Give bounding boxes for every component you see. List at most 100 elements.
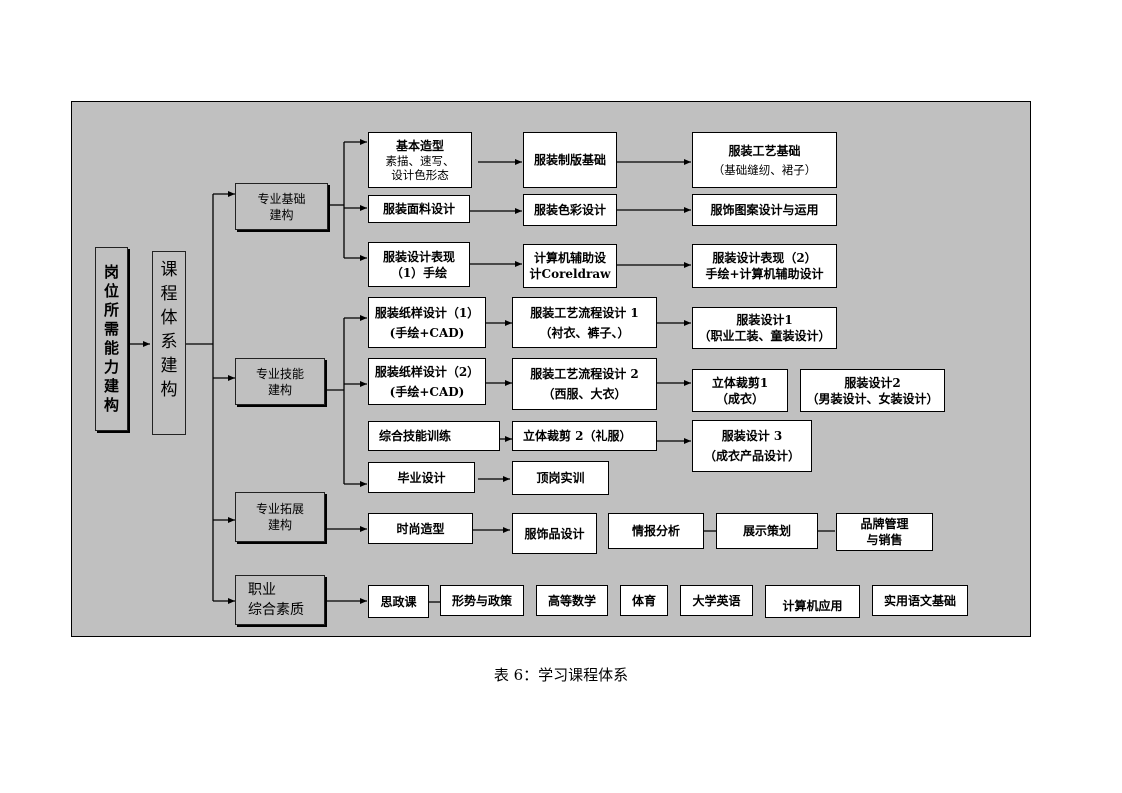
category-line: 职业 [248,582,276,598]
course-title: 服装面料设计 [382,202,455,216]
course-title: 服装色彩设计 [533,203,606,217]
course-line: 服装纸样设计（1） [374,305,480,320]
course-line: (手绘+CAD) [389,325,465,340]
course-line: 服装工艺流程设计 1 [530,305,639,320]
course-line: (手绘+CAD) [389,384,465,399]
gangwei-char: 位 [103,282,119,300]
course-math: 高等数学 [536,585,608,616]
category-skill: 专业技能 建构 [235,358,325,405]
course-internship: 顶岗实训 [512,461,609,495]
category-line: 专业基础 [257,191,306,206]
course-fashion-design-2: 服装设计2 （男装设计、女装设计） [800,369,945,412]
course-sub: （基础缝纫、裙子） [712,163,817,177]
course-line: 品牌管理 [860,517,909,531]
course-title: 服饰品设计 [524,526,585,541]
course-computer: 计算机应用 [765,585,860,618]
course-cad-coreldraw: 计算机辅助设 计Coreldraw [523,244,617,288]
course-title: 体育 [631,593,656,608]
course-title: 计算机应用 [782,598,843,613]
course-line: 服装工艺流程设计 2 [530,367,639,381]
course-line: （成衣） [715,391,764,406]
course-title: 高等数学 [547,593,596,608]
course-color-design: 服装色彩设计 [523,194,617,226]
figure-caption: 表 6：学习课程体系 [493,666,629,684]
course-line: （职业工装、童装设计） [698,329,831,343]
course-title: 服装工艺基础 [728,144,801,158]
category-line: 建构 [267,382,292,397]
course-chinese: 实用语文基础 [872,585,968,616]
course-brand-management: 品牌管理 与销售 [836,513,933,551]
category-line: 专业技能 [255,366,304,381]
course-title: 基本造型 [395,139,444,153]
gangwei-box: 岗 位 所 需 能 力 建 构 [95,247,128,431]
category-career: 职业 综合素质 [235,575,325,625]
category-line: 专业拓展 [255,502,304,516]
course-title: 综合技能训练 [379,429,452,443]
course-expression-2: 服装设计表现（2） 手绘+计算机辅助设计 [692,244,837,288]
course-line: 服装设计2 [844,375,901,390]
course-title: 立体裁剪 2（礼服） [523,429,632,443]
course-title: 实用语文基础 [883,593,956,608]
course-basic-modeling: 基本造型 素描、速写、 设计色形态 [368,132,472,188]
course-line: 手绘+计算机辅助设计 [705,267,824,281]
course-title: 大学英语 [692,593,741,608]
kecheng-char: 系 [160,332,178,352]
course-title: 服饰图案设计与运用 [710,203,819,217]
course-pattern-basics: 服装制版基础 [523,132,617,188]
kecheng-box: 课 程 体 系 建 构 [152,251,186,435]
kecheng-char: 建 [160,356,178,376]
course-craft-basics: 服装工艺基础 （基础缝纫、裙子） [692,132,837,188]
category-line: 建构 [267,518,292,532]
kecheng-char: 构 [160,380,178,400]
course-title: 服装制版基础 [533,153,606,167]
course-fabric-design: 服装面料设计 [368,195,470,223]
course-process-design-1: 服装工艺流程设计 1 （衬衣、裤子、） [512,297,657,348]
category-expand: 专业拓展 建构 [235,492,325,542]
course-policy: 形势与政策 [440,585,524,616]
category-line: 综合素质 [248,602,304,618]
course-title: 思政课 [380,594,417,609]
course-paper-pattern-2: 服装纸样设计（2） (手绘+CAD) [368,358,486,405]
gangwei-char: 力 [103,358,119,376]
course-line: 立体裁剪1 [711,375,769,390]
course-title: 毕业设计 [397,470,446,485]
course-accessory-design: 服饰品设计 [512,513,597,554]
course-fashion-styling: 时尚造型 [368,513,473,544]
gangwei-char: 岗 [103,263,119,281]
course-line: （1）手绘 [390,265,448,280]
course-title: 顶岗实训 [536,471,585,485]
course-line: （男装设计、女装设计） [806,391,939,406]
gangwei-char: 建 [103,377,119,395]
course-sub: 设计色形态 [391,168,449,182]
course-graduation-design: 毕业设计 [368,462,475,493]
kecheng-char: 体 [160,308,178,328]
kecheng-char: 程 [160,284,178,304]
course-exhibition-planning: 展示策划 [716,513,818,549]
course-pattern-graphic: 服饰图案设计与运用 [692,194,837,226]
gangwei-char: 所 [103,301,119,319]
course-english: 大学英语 [680,585,753,616]
course-line: 计Coreldraw [529,267,611,281]
course-line: （成衣产品设计） [703,449,800,463]
gangwei-char: 构 [103,396,119,414]
course-title: 情报分析 [631,524,680,538]
category-line: 建构 [269,207,294,222]
kecheng-char: 课 [160,260,178,280]
course-ideology: 思政课 [368,585,429,618]
course-pe: 体育 [620,585,668,616]
course-paper-pattern-1: 服装纸样设计（1） (手绘+CAD) [368,297,486,348]
course-draping-2: 立体裁剪 2（礼服） [512,421,657,451]
course-line: （衬衣、裤子、） [539,325,630,340]
course-line: 服装设计表现 [382,249,455,264]
course-skill-training: 综合技能训练 [368,421,500,451]
gangwei-char: 需 [103,320,119,338]
course-line: 服装设计1 [736,313,793,327]
course-line: （西服、大衣） [542,387,627,401]
course-title: 展示策划 [742,524,791,538]
course-line: 与销售 [866,533,903,547]
course-info-analysis: 情报分析 [608,513,704,549]
course-fashion-design-3: 服装设计 3 （成衣产品设计） [692,420,812,472]
course-title: 形势与政策 [451,593,512,608]
course-draping-1: 立体裁剪1 （成衣） [692,369,788,412]
course-process-design-2: 服装工艺流程设计 2 （西服、大衣） [512,358,657,410]
